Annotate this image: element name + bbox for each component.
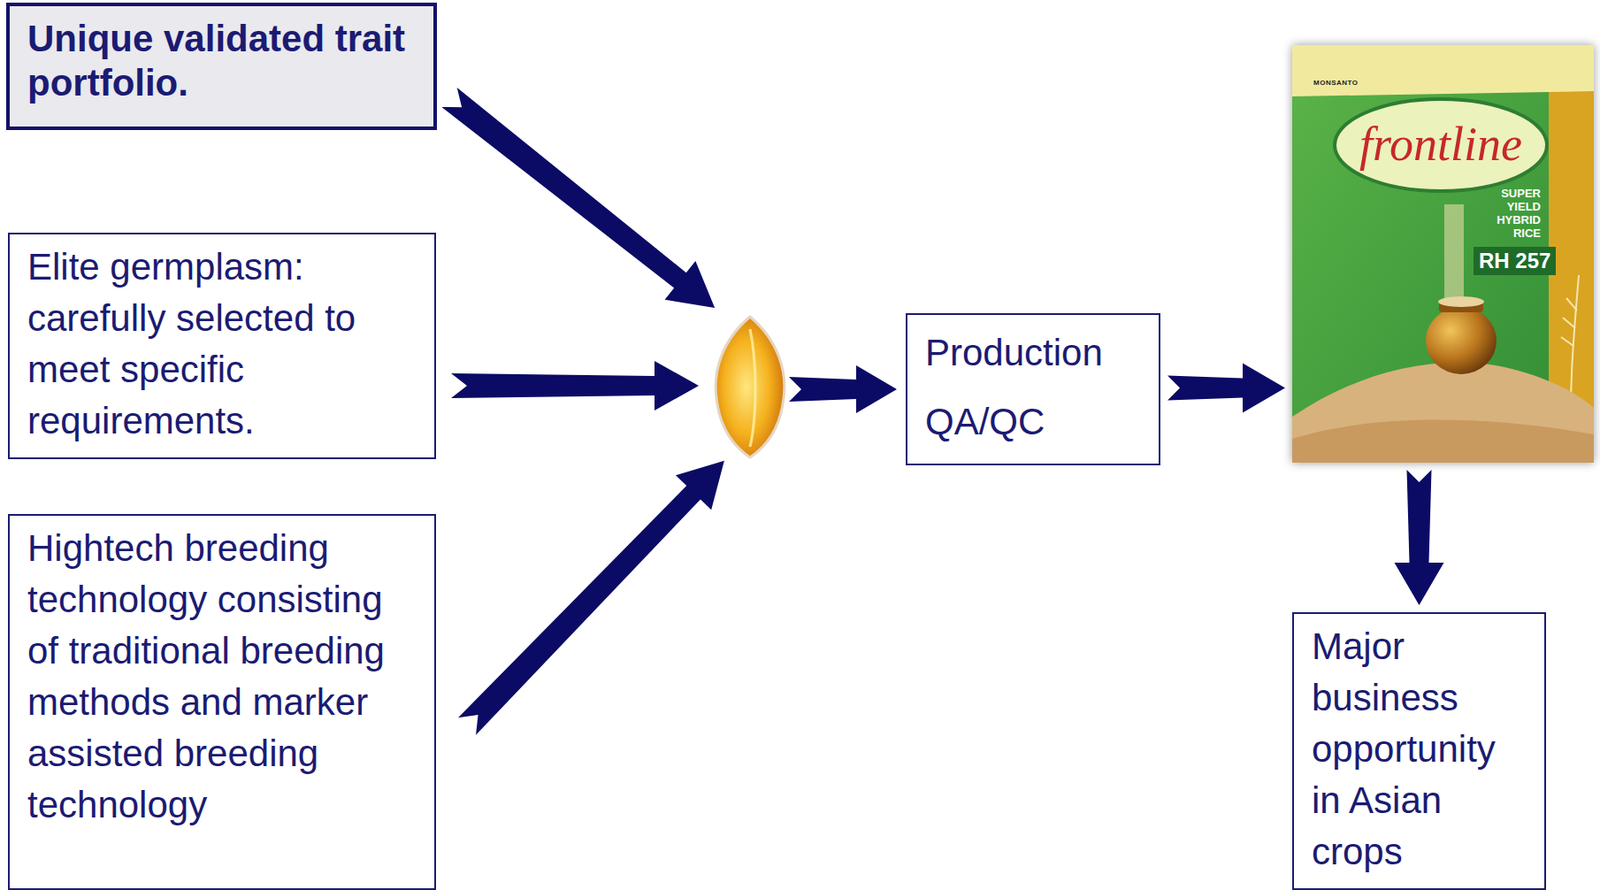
germplasm-box: Elite germplasm: carefully selected to m…	[7, 232, 437, 460]
box-text: Hightech breeding technology consisting …	[27, 522, 417, 831]
opportunity-box: Major business opportunity in Asian crop…	[1292, 612, 1547, 890]
box-text: Unique validated trait portfolio.	[27, 16, 416, 106]
flow-arrow	[1394, 469, 1445, 605]
flow-arrow	[1167, 363, 1286, 414]
breeding-box: Hightech breeding technology consisting …	[7, 513, 437, 890]
box-text: Elite germplasm: carefully selected to m…	[27, 241, 417, 447]
input-arrow	[434, 77, 731, 328]
production-box: ProductionQA/QC	[905, 313, 1161, 466]
brand-maker: MONSANTO	[1313, 78, 1359, 87]
grain-arrow	[788, 365, 897, 414]
product-tagline: SUPER YIELD HYBRID RICE	[1496, 186, 1541, 240]
input-arrow	[449, 443, 743, 743]
seed-bag: MONSANTO frontlineSUPER YIELD HYBRID RICE…	[1292, 45, 1594, 463]
product-code: RH 257	[1473, 246, 1556, 276]
box-text: QA/QC	[925, 396, 1141, 448]
box-text: Production	[925, 327, 1141, 379]
input-arrow	[451, 360, 699, 411]
rice-grain	[715, 316, 785, 458]
box-text: Major business opportunity in Asian crop…	[1311, 620, 1527, 878]
brand-name: frontline	[1334, 117, 1547, 171]
grain-line	[750, 329, 756, 447]
trait-box: Unique validated trait portfolio.	[6, 2, 437, 131]
